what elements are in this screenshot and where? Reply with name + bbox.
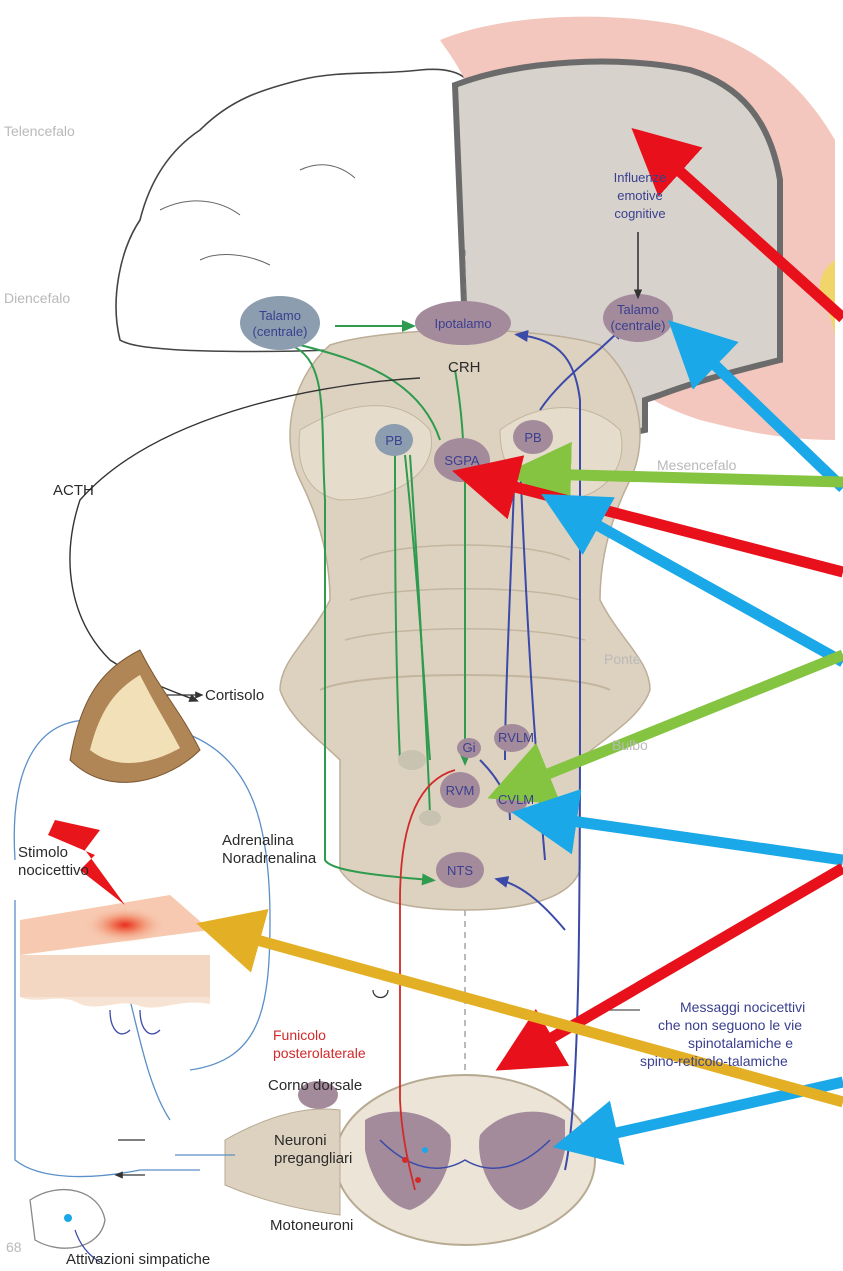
label-messaggi-2: che non seguono le vie (658, 1017, 802, 1033)
label-bulbo: Bulbo (612, 737, 648, 753)
label-nocicettivo: nocicettivo (18, 862, 89, 879)
blue-arrow-cvlm (544, 817, 843, 860)
receptor-arrow (373, 990, 388, 998)
page-number: 68 (6, 1239, 22, 1255)
cortex-label-line1: Influenze (614, 170, 667, 185)
nucleus-sgpa-label: SGPA (444, 453, 479, 468)
label-telencefalo: Telencefalo (4, 123, 75, 139)
label-pregangliari: pregangliari (274, 1150, 352, 1167)
nucleus-talamo-left-line2: (centrale) (253, 324, 308, 339)
label-mesencefalo: Mesencefalo (657, 457, 737, 473)
nucleus-nts-label: NTS (447, 863, 473, 878)
nucleus-ipotalamo-label: Ipotalamo (434, 316, 491, 331)
nucleus-pb-right-label: PB (524, 430, 541, 445)
label-messaggi-3: spinotalamiche e (688, 1035, 793, 1051)
label-acth: ACTH (53, 482, 94, 499)
nucleus-talamo-right-line2: (centrale) (611, 318, 666, 333)
cortex-label-line3: cognitive (614, 206, 665, 221)
adrenal-gland-icon (70, 650, 200, 782)
label-stimolo: Stimolo (18, 844, 68, 861)
label-diencefalo: Diencefalo (4, 290, 70, 306)
spinal-cord-section-icon (335, 1075, 595, 1245)
label-corno-dorsale: Corno dorsale (268, 1077, 362, 1094)
cortex-label-line2: emotive (617, 188, 663, 203)
nucleus-small-2 (419, 810, 441, 826)
label-motoneuroni: Motoneuroni (270, 1217, 353, 1234)
label-cortisolo: Cortisolo (205, 687, 264, 704)
label-funicolo: Funicolo (273, 1027, 326, 1043)
nucleus-rvlm-label: RVLM (498, 730, 534, 745)
skin-block-icon (20, 895, 210, 1034)
label-adrenalina: Adrenalina (222, 832, 294, 849)
label-crh: CRH (448, 359, 481, 376)
label-noradrenalina: Noradrenalina (222, 850, 317, 867)
label-messaggi-4: spino-reticolo-talamiche (640, 1053, 788, 1069)
label-neuroni: Neuroni (274, 1132, 327, 1149)
nucleus-talamo-left (240, 296, 320, 350)
label-posterolaterale: posterolaterale (273, 1045, 366, 1061)
nucleus-cvlm-label: CVLM (498, 792, 534, 807)
label-attivazioni: Attivazioni simpatiche (66, 1251, 210, 1268)
nucleus-talamo-left-line1: Talamo (259, 308, 301, 323)
label-ponte: Ponte (604, 651, 641, 667)
nucleus-gi-label: Gi (463, 740, 476, 755)
nucleus-pb-left-label: PB (385, 433, 402, 448)
nucleus-talamo-right-line1: Talamo (617, 302, 659, 317)
label-messaggi-1: Messaggi nocicettivi (680, 999, 805, 1015)
nucleus-rvm-label: RVM (446, 783, 475, 798)
nucleus-small-1 (398, 750, 426, 770)
